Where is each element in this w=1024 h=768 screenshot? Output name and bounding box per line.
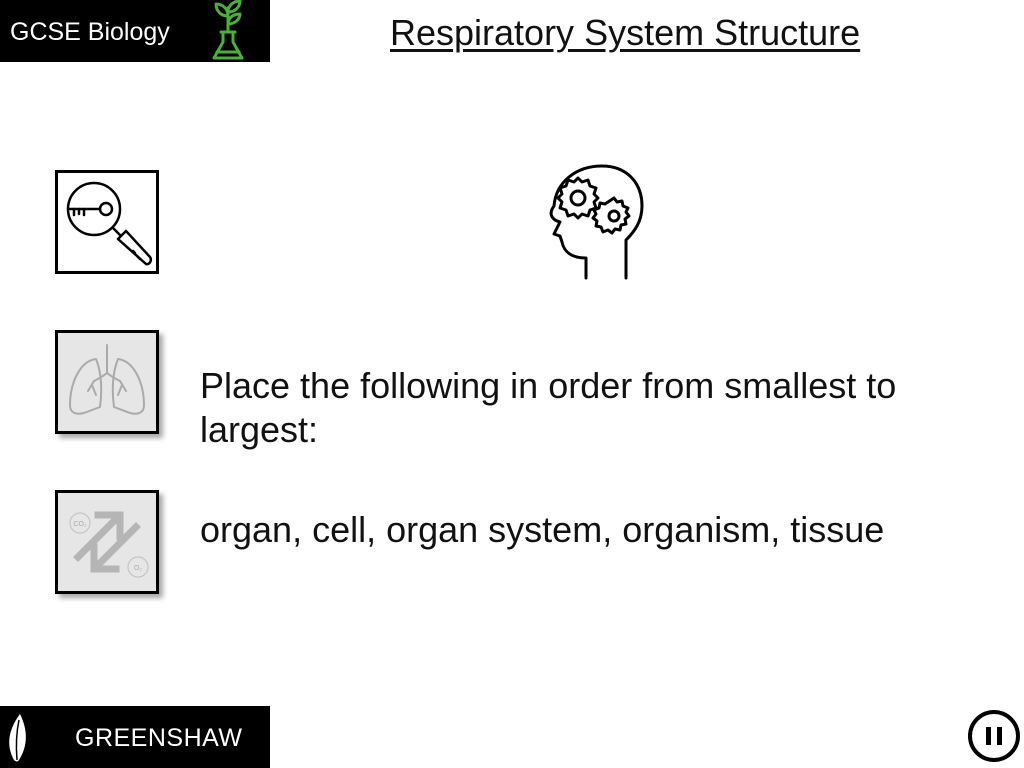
o2-label: O₂ bbox=[134, 565, 142, 572]
gas-exchange-arrows-icon: CO₂ O₂ bbox=[69, 511, 149, 578]
subject-label: GCSE Biology bbox=[10, 18, 170, 46]
lungs-tile bbox=[55, 330, 159, 434]
leaf-logo-icon bbox=[9, 714, 26, 762]
key-search-tile bbox=[55, 170, 159, 274]
task-items: organ, cell, organ system, organism, tis… bbox=[200, 509, 885, 550]
head-gears-icon bbox=[549, 164, 644, 280]
pause-button[interactable] bbox=[968, 710, 1020, 762]
lungs-icon bbox=[69, 344, 145, 415]
school-banner: GREENSHAW bbox=[0, 706, 270, 768]
task-prompt: Place the following in order from smalle… bbox=[200, 365, 897, 450]
subject-banner: GCSE Biology bbox=[0, 0, 270, 62]
school-name: GREENSHAW bbox=[75, 724, 243, 752]
gas-exchange-tile: CO₂ O₂ bbox=[55, 490, 159, 594]
plant-flask-icon bbox=[212, 0, 244, 60]
key-magnifier-icon bbox=[66, 181, 153, 266]
pause-icon bbox=[986, 727, 991, 745]
co2-label: CO₂ bbox=[73, 521, 87, 528]
page-title: Respiratory System Structure bbox=[390, 12, 861, 53]
